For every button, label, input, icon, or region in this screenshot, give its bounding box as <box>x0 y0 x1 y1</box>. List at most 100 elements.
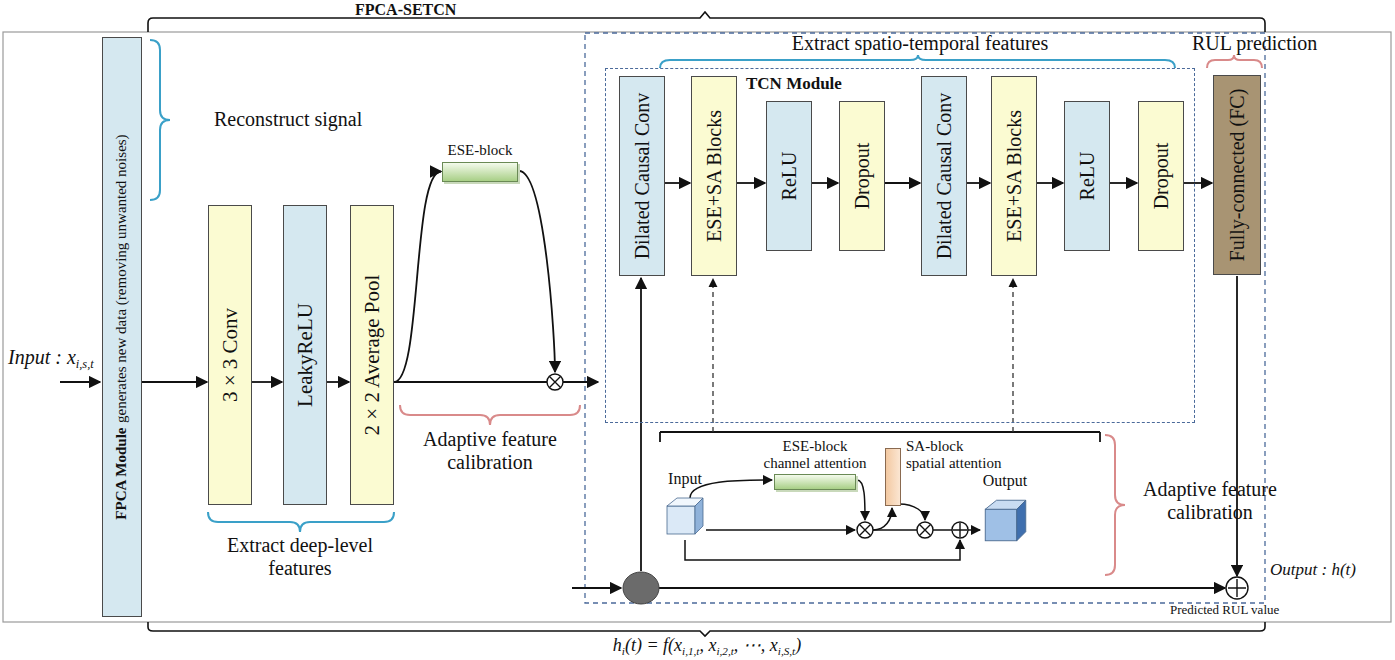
signal-line <box>1236 276 1238 576</box>
box-text: LeakyReLU <box>293 303 317 407</box>
connector-arrow <box>737 182 765 184</box>
process-box: ReLU <box>766 101 812 251</box>
box-text: ReLU <box>778 152 800 201</box>
process-box: Dropout <box>1138 101 1184 251</box>
box-text: Dropout <box>851 143 873 210</box>
attention-flow <box>873 508 892 530</box>
cube-icon <box>983 498 1028 543</box>
add-symbol <box>952 522 968 538</box>
vertical-label: ESE+SA Blocks <box>703 110 726 242</box>
attention-flow <box>685 540 960 560</box>
signal-line <box>660 432 1100 442</box>
subscript: i,s,t <box>76 357 94 371</box>
connector-arrow <box>394 172 441 383</box>
signal-line <box>60 381 100 383</box>
signal-line <box>563 381 598 383</box>
attention-flow <box>685 480 980 560</box>
brace <box>208 512 394 532</box>
vertical-label: ReLU <box>1076 152 1099 201</box>
process-box: ESE+SA Blocks <box>691 76 737 276</box>
attention-block: ESE-block <box>430 142 530 182</box>
multiply-symbol <box>860 525 871 536</box>
connector-arrow <box>142 381 207 383</box>
formula-part: (t) = f(x <box>625 635 682 655</box>
formula-part: h <box>613 635 622 655</box>
cube-icon <box>665 496 705 536</box>
annotation-label: Extract deep-level features <box>200 534 400 580</box>
subscript: i,1,t <box>682 645 699 657</box>
vertical-label: Dilated Causal Conv <box>631 93 654 260</box>
attention-block: ESE-block channel attention <box>760 438 870 490</box>
formula-part: Input : x <box>8 346 76 368</box>
dashed-arrow <box>1012 279 1013 432</box>
annotation-label: FPCA-SETCN <box>355 1 456 19</box>
cube-face <box>985 509 1017 541</box>
vertical-label: ESE+SA Blocks <box>1003 110 1026 242</box>
attention-flow <box>968 529 980 531</box>
formula: hi(t) = f(xi,1,t, xi,2,t, ⋯, xi,S,t) <box>613 635 801 658</box>
annotation-label: Extract spatio-temporal features <box>660 32 1180 55</box>
block-title: ESE-block channel attention <box>760 438 870 471</box>
vertical-label: Dilated Causal Conv <box>933 93 956 260</box>
brace <box>660 55 1175 68</box>
connector-arrow <box>252 381 282 383</box>
outer-frame <box>3 32 1391 622</box>
formula-part: ) <box>795 635 801 655</box>
annotation-label: RUL prediction <box>1192 32 1317 55</box>
dashed-arrow <box>712 279 713 432</box>
add-symbol <box>1226 577 1248 599</box>
dashed-arrow <box>713 279 1013 432</box>
cube-face <box>695 498 703 534</box>
brace <box>1207 55 1262 68</box>
box-text: Dilated Causal Conv <box>631 93 653 260</box>
formula: Input : xi,s,t <box>8 346 94 372</box>
formula-part: , ⋯, x <box>734 635 778 655</box>
multiply-symbol <box>550 377 561 388</box>
signal-line <box>572 587 621 589</box>
brace <box>400 55 1262 575</box>
vertical-label: Dropout <box>1150 143 1173 210</box>
process-box: ReLU <box>1064 101 1110 251</box>
process-box: Dropout <box>839 101 885 251</box>
connector-arrow <box>885 182 920 184</box>
module-title: TCN Module <box>746 74 842 94</box>
process-box: Dilated Causal Conv <box>921 76 967 276</box>
process-box: 3 × 3 Conv <box>208 205 252 505</box>
brace <box>150 40 170 200</box>
vertical-label: 2 × 2 Average Pool <box>360 275 384 436</box>
process-box: 2 × 2 Average Pool <box>350 205 394 505</box>
add-symbol <box>953 523 967 537</box>
box-text: ReLU <box>1076 152 1098 201</box>
box-text: Dropout <box>1150 143 1172 210</box>
annotation-label: Adaptive feature calibration <box>400 428 580 474</box>
signal-line <box>519 171 555 372</box>
connector-arrow <box>1110 182 1137 184</box>
brace <box>1105 435 1125 575</box>
process-box: Dilated Causal Conv <box>619 76 665 276</box>
cube-face <box>1016 500 1025 541</box>
spatial-attention-slab <box>885 448 901 506</box>
subscript: i,2,t <box>716 645 733 657</box>
block-title: Input <box>650 470 720 488</box>
attention-flow <box>690 480 772 498</box>
multiply-symbol <box>920 525 931 536</box>
bracket <box>148 12 1265 636</box>
box-text: 2 × 2 Average Pool <box>360 275 384 436</box>
annotation-label: Adaptive feature calibration <box>1130 478 1290 524</box>
process-box: FPCA Module generates new data (removing … <box>102 37 142 617</box>
brace <box>400 405 580 425</box>
vertical-label: LeakyReLU <box>293 303 317 407</box>
block-title: ESE-block <box>430 142 530 159</box>
signal-line <box>659 587 1225 589</box>
outer-frame <box>3 32 1391 622</box>
annotation-label: Output : h(t) <box>1270 560 1356 580</box>
annotation-label: Reconstruct signal <box>214 108 362 131</box>
process-box: LeakyReLU <box>283 205 327 505</box>
box-text: 3 × 3 Conv <box>218 308 242 402</box>
attention-flow <box>857 480 865 520</box>
box-text: generates new data (removing unwanted no… <box>113 134 129 423</box>
attention-flow <box>933 529 952 531</box>
annotation-label: Predicted RUL value <box>1170 603 1279 618</box>
attention-block: Output <box>975 472 1035 543</box>
box-text: FPCA Module <box>113 428 129 520</box>
